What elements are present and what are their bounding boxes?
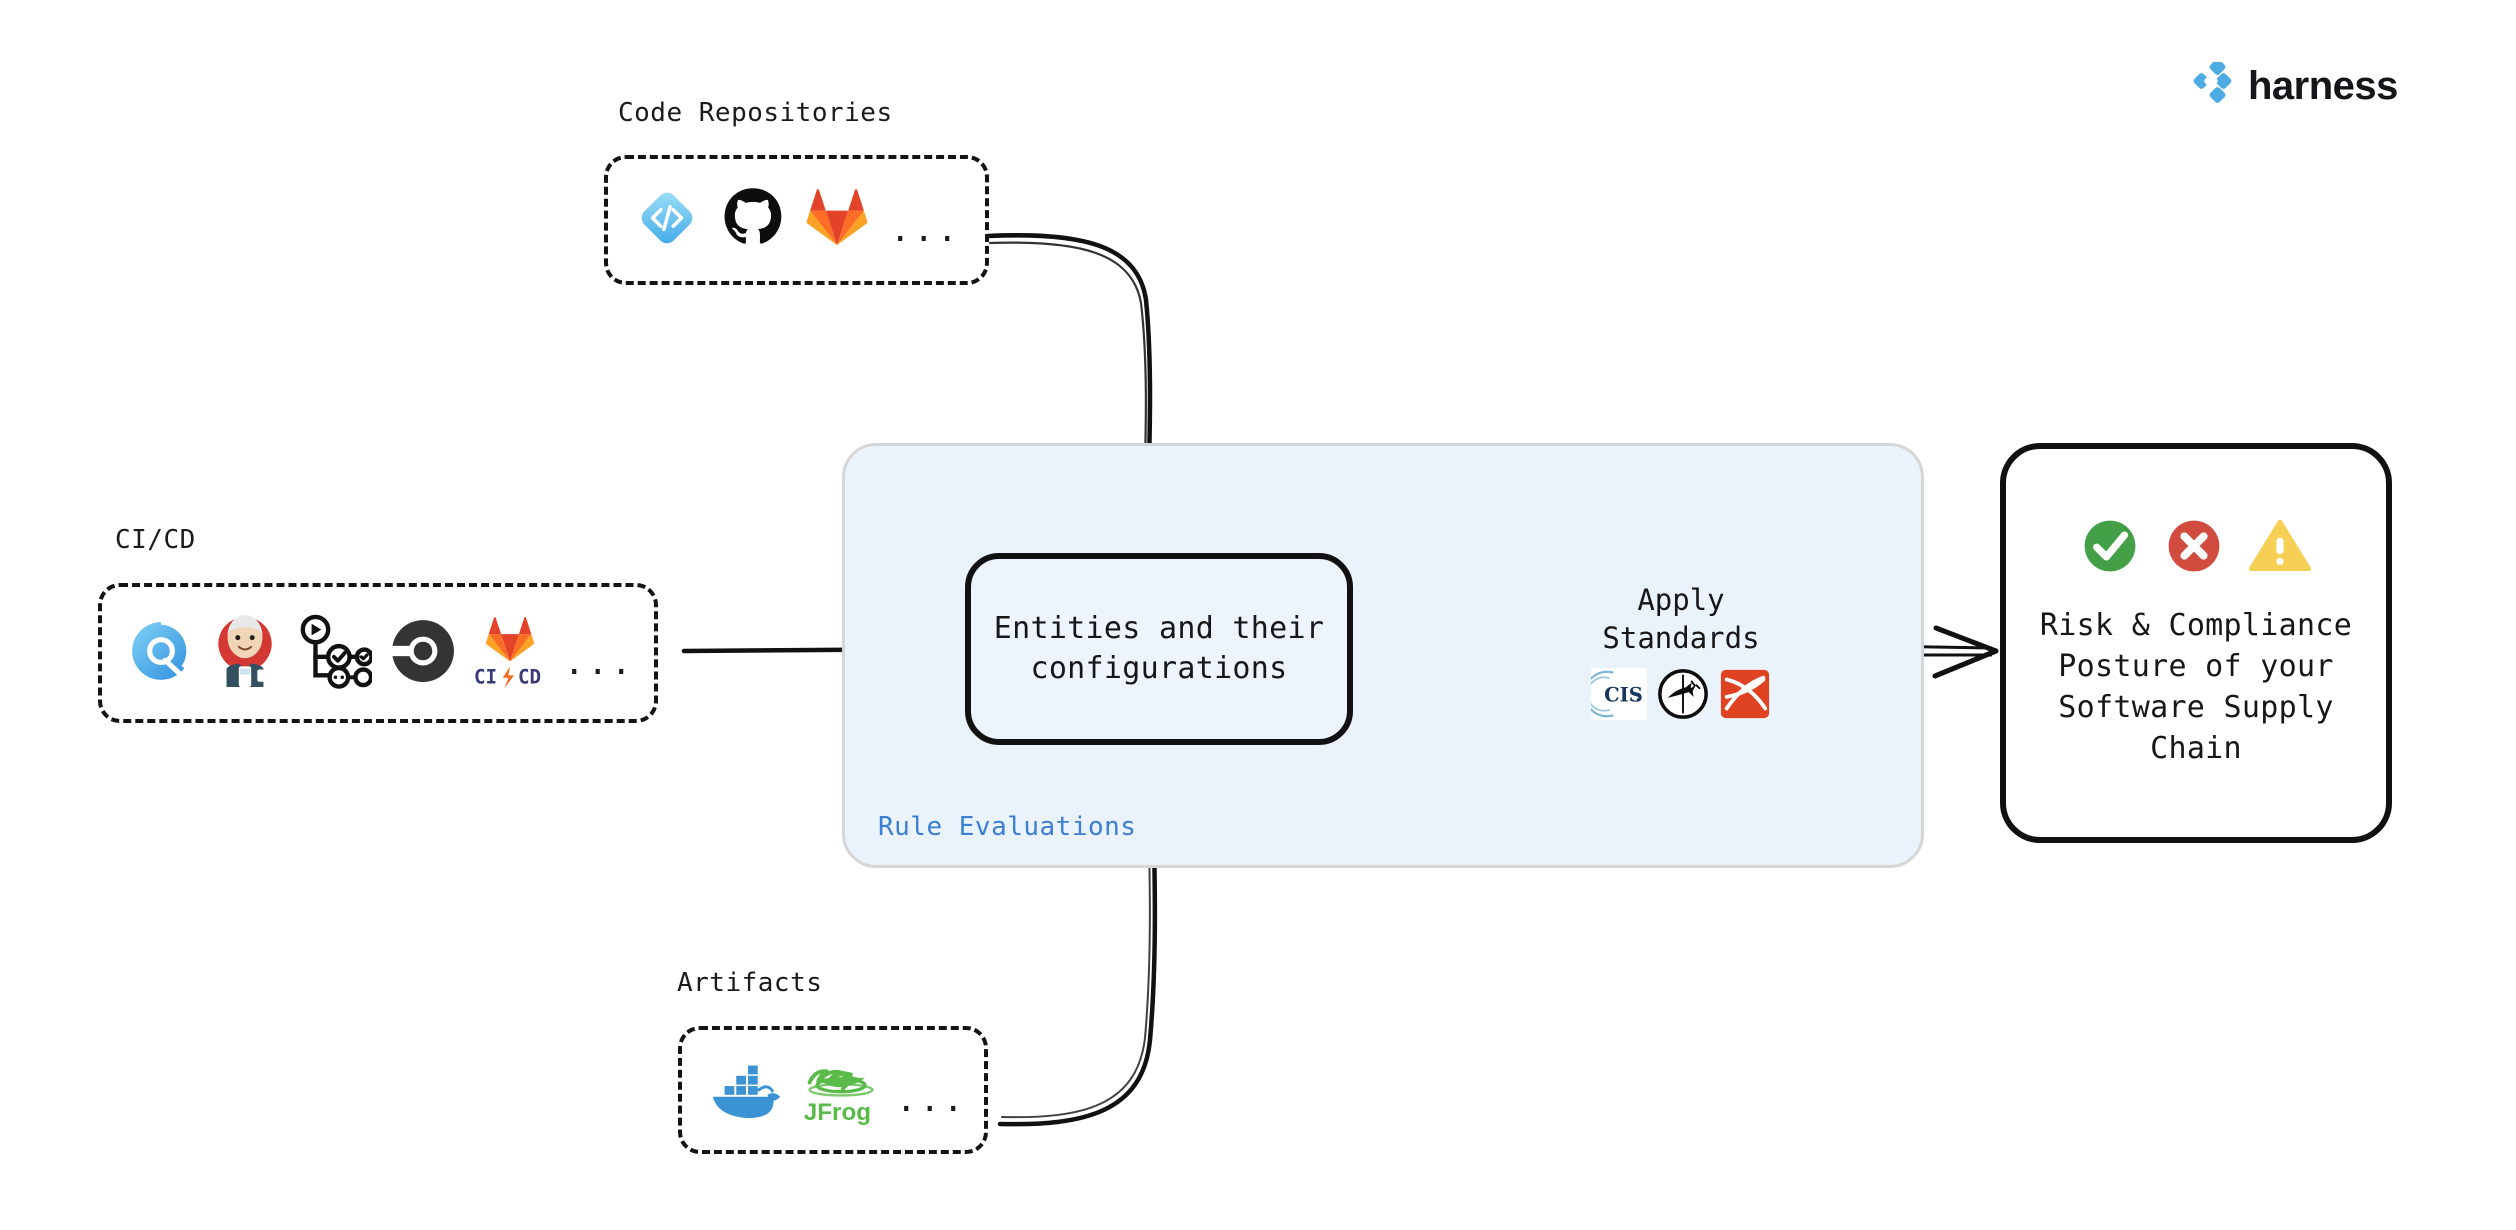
entities-and-configurations-box[interactable]: Entities and their configurations — [965, 553, 1353, 745]
harness-code-icon — [634, 185, 700, 255]
owasp-icon — [1719, 668, 1771, 724]
outcome-line-3: Software Supply — [2058, 690, 2334, 725]
error-circle-icon — [2165, 517, 2223, 579]
svg-text:JFrog: JFrog — [804, 1099, 871, 1126]
harness-logo-icon — [2192, 59, 2236, 110]
code-repositories-more: ... — [890, 210, 961, 250]
apply-standards-node[interactable]: Apply Standards CIS — [1500, 487, 1862, 819]
artifacts-box[interactable]: JFrog ... — [678, 1026, 988, 1154]
apply-standards-line-1: Apply — [1637, 583, 1725, 618]
artifacts-more: ... — [896, 1080, 967, 1120]
jenkins-icon — [212, 613, 278, 693]
circleci-icon — [390, 618, 456, 688]
harness-brand: harness — [2192, 59, 2398, 110]
gitlab-icon — [806, 189, 868, 251]
code-repositories-label: Code Repositories — [618, 98, 893, 128]
apply-standards-line-2: Standards — [1602, 621, 1760, 655]
risk-compliance-outcome-box[interactable]: Risk & Compliance Posture of your Softwa… — [2000, 443, 2392, 843]
svg-text:CI: CI — [474, 665, 497, 688]
harness-icon — [128, 618, 194, 688]
jfrog-icon: JFrog — [802, 1054, 880, 1126]
artifacts-label: Artifacts — [677, 968, 823, 998]
warning-triangle-icon — [2249, 518, 2311, 578]
svg-text:CIS: CIS — [1604, 683, 1643, 706]
gitlab-cicd-icon: CI CD — [474, 617, 546, 689]
docker-icon — [708, 1057, 786, 1123]
svg-text:CD: CD — [518, 665, 541, 688]
outcome-line-1: Risk & Compliance — [2039, 607, 2353, 643]
ci-cd-more: ... — [564, 643, 635, 683]
github-icon — [722, 187, 784, 253]
ci-cd-label: CI/CD — [115, 525, 196, 555]
ci-cd-box[interactable]: CI CD ... — [98, 583, 658, 723]
outcome-line-2: Posture of your — [2058, 648, 2334, 684]
github-actions-icon — [296, 613, 374, 693]
entities-line-1: Entities and their — [993, 610, 1325, 646]
openssf-icon — [1657, 668, 1709, 724]
cis-icon: CIS — [1583, 667, 1647, 724]
harness-brand-name: harness — [2248, 63, 2398, 108]
check-circle-icon — [2081, 517, 2139, 579]
code-repositories-box[interactable]: ... — [604, 155, 989, 285]
entities-line-2: configurations — [1030, 651, 1288, 686]
outcome-line-4: Chain — [2150, 731, 2242, 767]
rule-evaluations-label: Rule Evaluations — [878, 812, 1137, 842]
